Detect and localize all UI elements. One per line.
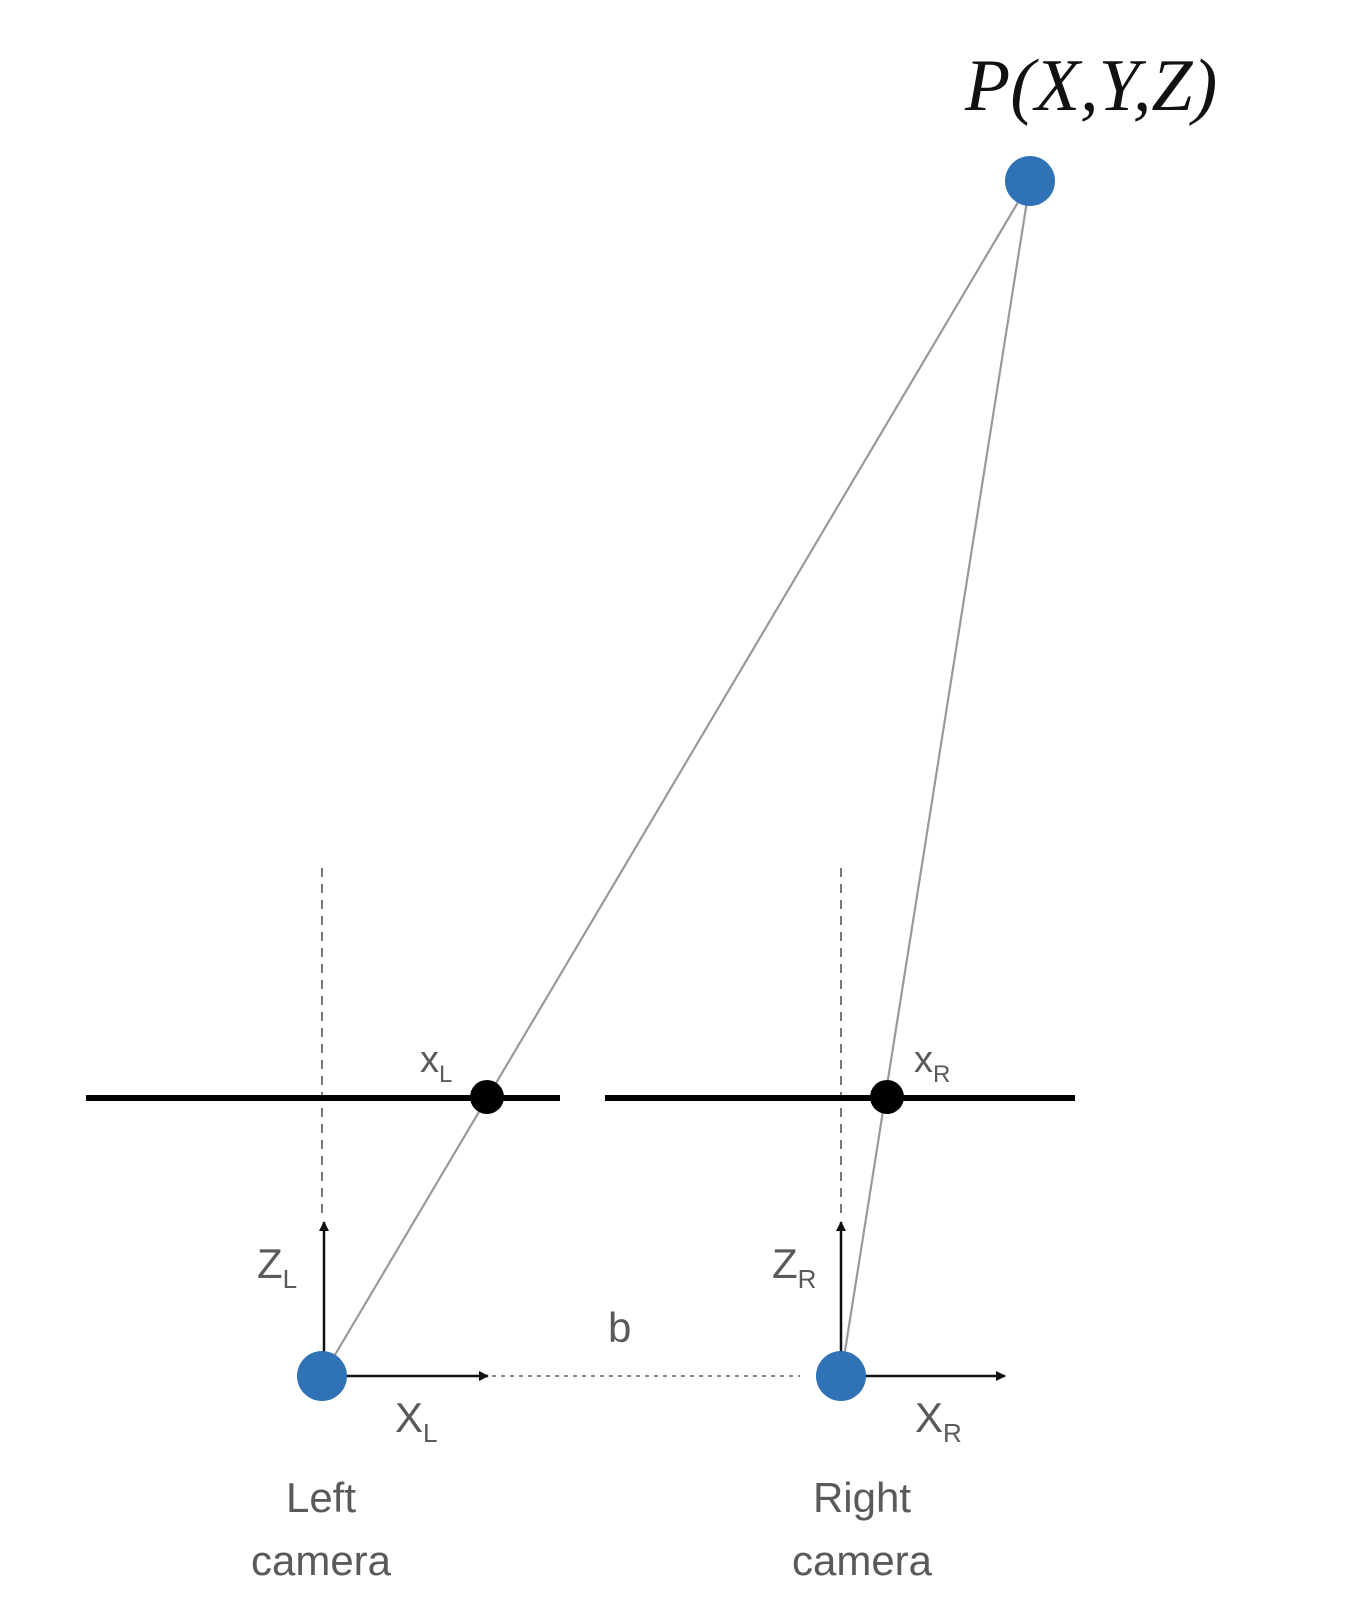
right-image-point <box>870 1080 904 1114</box>
right-camera-label-line1: Right <box>813 1474 911 1521</box>
left-image-point <box>470 1080 504 1114</box>
world-point-label: P(X,Y,Z) <box>964 45 1217 127</box>
world-point <box>1005 156 1055 206</box>
right-projection-ray <box>840 181 1032 1371</box>
left-x-axis-label: XL <box>395 1394 437 1448</box>
left-camera-label-line1: Left <box>286 1474 356 1521</box>
right-camera-label-line2: camera <box>792 1537 933 1584</box>
left-projection-ray <box>325 181 1031 1371</box>
baseline-label: b <box>608 1304 631 1351</box>
left-z-axis-label: ZL <box>257 1240 297 1294</box>
left-image-point-label: xL <box>420 1039 452 1088</box>
right-image-point-label: xR <box>914 1039 950 1088</box>
right-z-axis-label: ZR <box>772 1240 816 1294</box>
right-x-axis-label: XR <box>915 1394 962 1448</box>
left-camera-center <box>297 1351 347 1401</box>
right-camera-center <box>816 1351 866 1401</box>
left-camera-label-line2: camera <box>251 1537 392 1584</box>
